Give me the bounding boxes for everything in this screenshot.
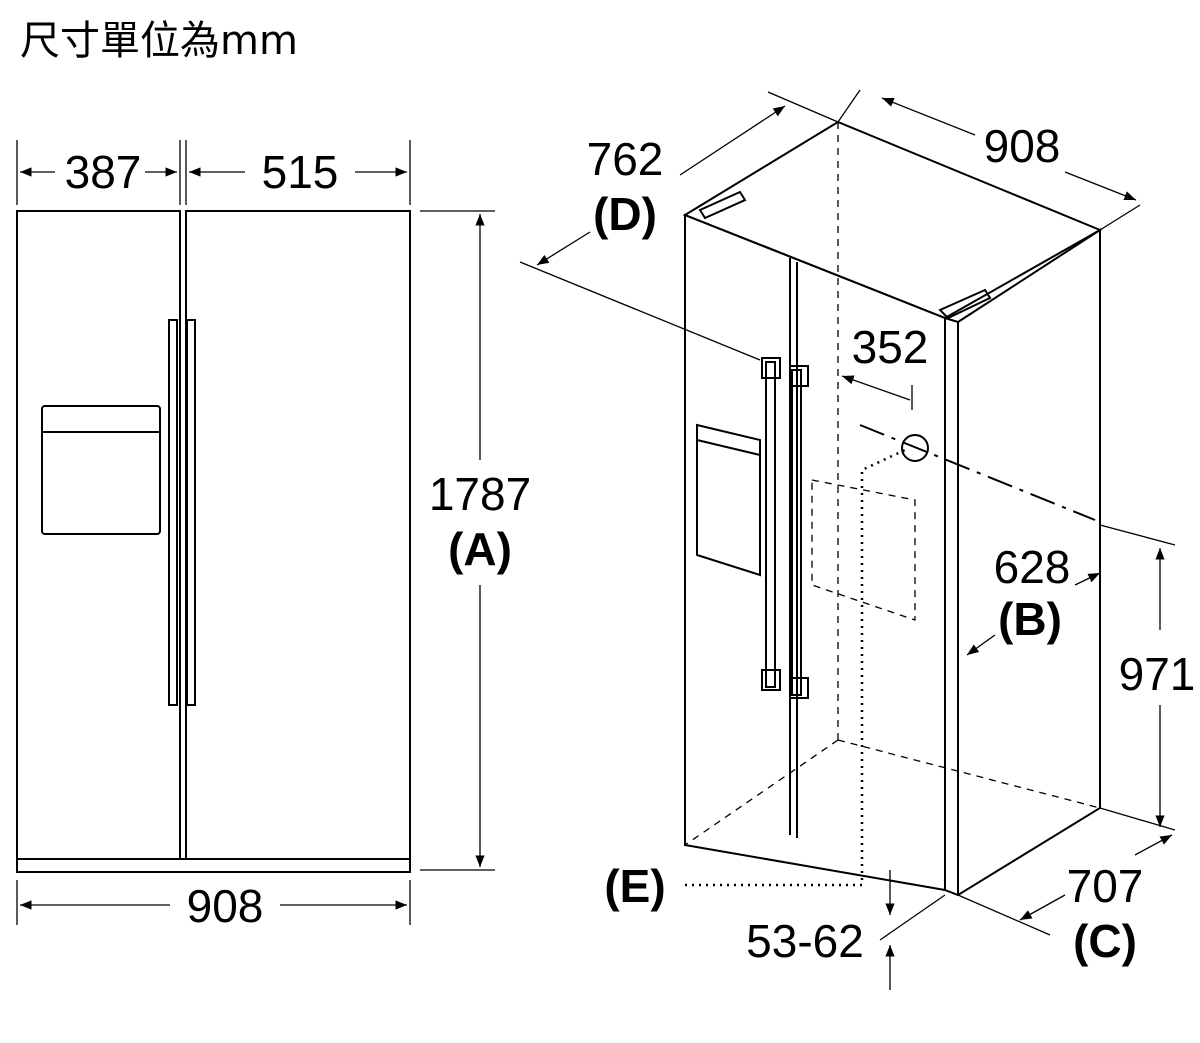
hinge [938,288,992,320]
label-b: (B) [998,593,1062,645]
handle-mount [789,677,809,699]
dimension-arrow [1064,171,1137,201]
front-face [684,213,946,892]
dim-971: 971 [1119,648,1196,700]
dimension-arrow [1019,894,1066,921]
extension-line [519,261,761,361]
dim-628: 628 [994,541,1071,593]
center-line [859,424,1096,521]
dim-707: 707 [1067,860,1144,912]
extension-line [1099,524,1176,546]
extension-line [767,91,839,123]
dim-387: 387 [65,146,142,198]
dimension-arrow [966,634,996,656]
handle-mount [761,357,781,379]
extension-line [1099,807,1176,831]
handle-mount [761,669,781,691]
label-c: (C) [1073,915,1137,967]
extension-line [1099,204,1141,231]
extension-line [879,894,946,941]
hidden-edge [684,739,839,846]
label-a: (A) [448,523,512,575]
right-handle-iso [791,369,802,696]
dim-908-top: 908 [984,120,1061,172]
hidden-connection-area [811,479,916,621]
extension-line [837,89,861,123]
dim-53-62: 53-62 [746,915,864,967]
dimension-arrow [1134,834,1173,856]
water-dispenser [41,405,161,535]
dimension-arrow [841,375,911,401]
label-e: (E) [604,860,665,912]
right-door [185,210,411,860]
dimension-arrow [536,231,591,266]
dim-908-front: 908 [187,880,264,932]
dim-352: 352 [852,321,929,373]
handle-mount [789,365,809,387]
dim-515: 515 [262,146,339,198]
water-connection-leader [685,448,906,887]
front-view: 387 515 1787 (A) 908 [16,140,531,932]
left-handle-iso [765,361,776,688]
dimension-arrow [881,97,976,136]
hinge [698,190,747,220]
dimension-arrow [679,105,786,176]
extension-line [957,894,1051,936]
dimension-arrow [1074,572,1101,586]
dim-1787: 1787 [429,468,531,520]
base-plate [16,858,411,873]
water-connection-icon [901,434,929,462]
water-dispenser-iso [696,423,761,577]
dispenser-divider [696,439,761,456]
right-handle [186,319,196,706]
hidden-edge [837,739,1101,809]
page-title: 尺寸單位為mm [20,18,298,64]
iso-view: 762 (D) 908 352 628 (B) 971 707 (C) (E) … [519,89,1196,990]
dim-762: 762 [587,133,664,185]
left-handle [168,319,178,706]
label-d: (D) [593,188,657,240]
